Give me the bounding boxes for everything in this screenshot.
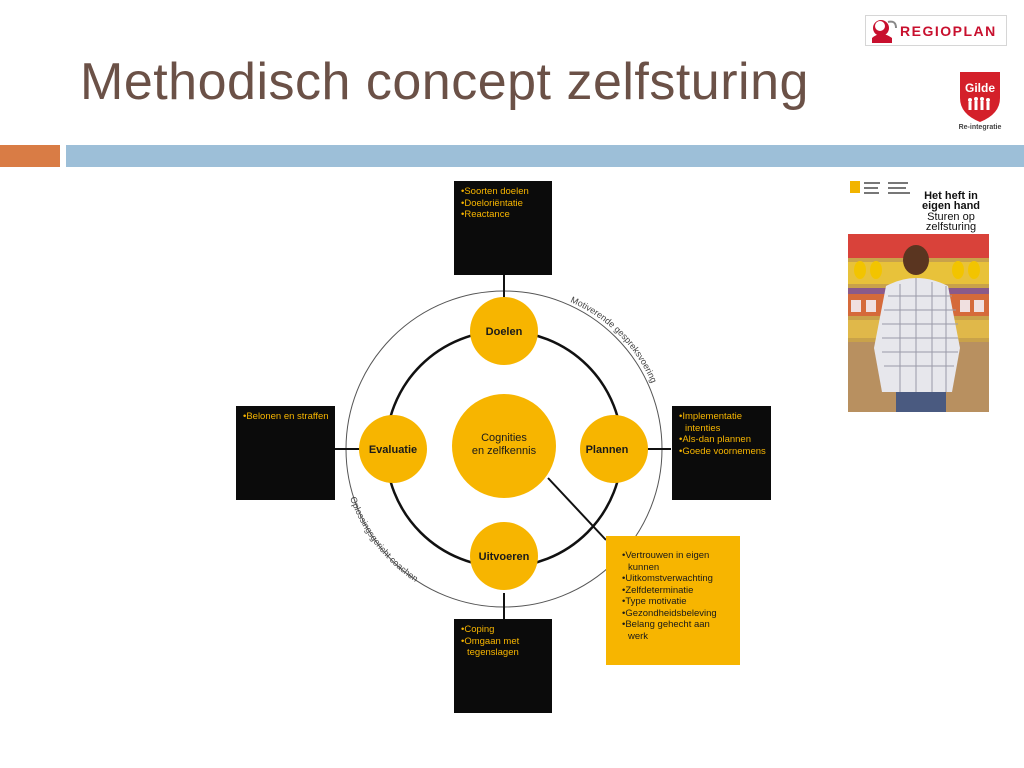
arc-label-motiverende: Motiverende gespreksvoering <box>569 295 659 385</box>
booklet-person-head <box>903 245 929 275</box>
info-list-item: Implementatie intenties <box>677 411 766 434</box>
node-center-label-line: en zelfkennis <box>472 445 537 457</box>
info-list-item: Soorten doelen <box>459 186 547 198</box>
info-list-doelen: Soorten doelenDoeloriëntatieReactance <box>459 186 547 221</box>
arc-label-oplossingsgericht: Oplossingsgericht coachen <box>348 495 420 583</box>
connector-center-detail <box>547 477 607 541</box>
info-list-item: Uitkomstverwachting <box>620 573 732 585</box>
booklet-subheading-1: Sturen op <box>927 211 975 223</box>
info-list-item: Type motivatie <box>620 596 732 608</box>
node-evaluatie: Evaluatie <box>359 415 427 483</box>
info-list-item: Belonen en straffen <box>241 411 330 423</box>
info-box-uitvoeren: CopingOmgaan met tegenslagen <box>454 619 552 713</box>
page-title: Methodisch concept zelfsturing <box>80 53 809 111</box>
node-center-label-line: Cognities <box>481 432 527 444</box>
gilde-logo-text: Gilde <box>965 81 995 95</box>
info-box-cognities: Vertrouwen in eigen kunnenUitkomstverwac… <box>606 536 740 665</box>
node-plannen-label: Plannen <box>586 444 629 456</box>
info-list-plannen: Implementatie intentiesAls-dan plannenGo… <box>677 411 766 457</box>
info-list-item: Coping <box>459 624 547 636</box>
gilde-shield-icon: Gilde <box>960 72 1000 122</box>
node-doelen: Doelen <box>470 297 538 365</box>
booklet-logo-icon <box>850 181 860 193</box>
info-list-cognities: Vertrouwen in eigen kunnenUitkomstverwac… <box>620 550 732 642</box>
info-list-uitvoeren: CopingOmgaan met tegenslagen <box>459 624 547 659</box>
info-list-item: Belang gehecht aan werk <box>620 619 732 642</box>
info-list-item: Omgaan met tegenslagen <box>459 636 547 659</box>
info-list-item: Goede voornemens <box>677 446 766 458</box>
info-list-item: Vertrouwen in eigen kunnen <box>620 550 732 573</box>
gilde-logo-subtitle: Re-integratie <box>958 124 1002 131</box>
booklet-subheading-2: zelfsturing <box>926 221 976 233</box>
info-list-item: Doeloriëntatie <box>459 198 547 210</box>
info-list-item: Zelfdeterminatie <box>620 585 732 597</box>
node-evaluatie-label: Evaluatie <box>369 444 417 456</box>
info-list-item: Als-dan plannen <box>677 434 766 446</box>
accent-bar-orange <box>0 145 60 167</box>
info-box-evaluatie: Belonen en straffen <box>236 406 335 500</box>
node-uitvoeren-label: Uitvoeren <box>479 551 530 563</box>
info-list-item: Reactance <box>459 209 547 221</box>
info-list-item: Gezondheidsbeleving <box>620 608 732 620</box>
info-box-doelen: Soorten doelenDoeloriëntatieReactance <box>454 181 552 275</box>
regioplan-logo-text: REGIOPLAN <box>900 22 997 39</box>
node-uitvoeren: Uitvoeren <box>470 522 538 590</box>
gilde-logo: Gilde Re-integratie <box>950 68 1010 136</box>
booklet-heading-1: Het heft in <box>924 190 978 202</box>
booklet-cover-image: Het heft in eigen hand Sturen op zelfstu… <box>848 178 989 412</box>
node-doelen-label: Doelen <box>486 326 523 338</box>
accent-bar-blue <box>66 145 1024 167</box>
regioplan-logo: REGIOPLAN <box>865 15 1007 46</box>
booklet-heading-2: eigen hand <box>922 200 980 212</box>
info-list-evaluatie: Belonen en straffen <box>241 411 330 423</box>
info-box-plannen: Implementatie intentiesAls-dan plannenGo… <box>672 406 771 500</box>
node-plannen: Plannen <box>580 415 648 483</box>
regioplan-mark-icon <box>866 16 900 45</box>
